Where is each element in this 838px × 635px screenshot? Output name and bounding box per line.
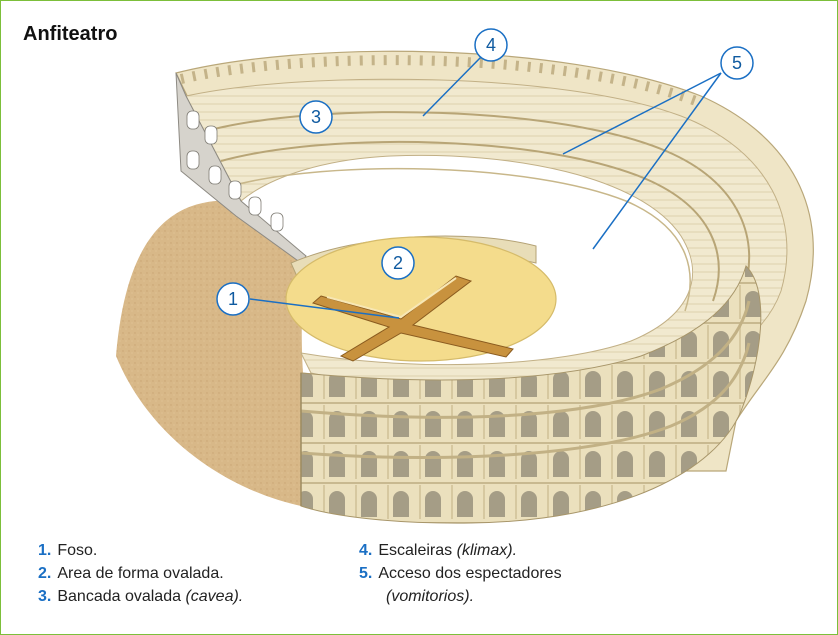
hypogeum-pit <box>312 275 514 362</box>
legend-text: Area de forma ovalada. <box>57 565 224 582</box>
legend-item-4: 4. Escaleiras (klimax). <box>359 539 562 562</box>
callout-1: 1 <box>216 282 250 316</box>
legend-item-3: 3. Bancada ovalada (cavea). <box>38 585 243 608</box>
svg-text:2: 2 <box>393 253 403 273</box>
legend-number: 2. <box>38 565 52 582</box>
legend-number: 4. <box>359 542 373 559</box>
legend-text: Acceso dos espectadores <box>378 565 562 582</box>
legend-item-1: 1. Foso. <box>38 539 243 562</box>
legend-italic-text: (vomitorios). <box>386 588 475 605</box>
callout-5: 5 <box>720 46 754 80</box>
legend-italic-text: (cavea). <box>185 588 244 605</box>
legend-text: Bancada ovalada <box>57 588 181 605</box>
svg-text:5: 5 <box>732 53 742 73</box>
legend-item-5: 5. Acceso dos espectadores <box>359 562 562 585</box>
legend-text: Escaleiras <box>378 542 453 559</box>
legend-column-right: 4. Escaleiras (klimax). 5. Acceso dos espe… <box>359 539 562 608</box>
callout-2: 2 <box>381 246 415 280</box>
legend-number: 1. <box>38 542 52 559</box>
legend-item-5-continuation: (vomitorios). <box>359 585 562 608</box>
callout-4: 4 <box>474 28 508 62</box>
legend-number: 5. <box>359 565 373 582</box>
legend-column-left: 1. Foso. 2. Area de forma ovalada. 3. Banca… <box>38 539 243 608</box>
legend-text: Foso. <box>57 542 98 559</box>
legend-italic-text: (klimax). <box>456 542 518 559</box>
svg-text:3: 3 <box>311 107 321 127</box>
callout-3: 3 <box>299 100 333 134</box>
sand-ground <box>116 200 306 506</box>
legend-number: 3. <box>38 588 52 605</box>
legend-item-2: 2. Area de forma ovalada. <box>38 562 243 585</box>
svg-text:1: 1 <box>228 289 238 309</box>
svg-text:4: 4 <box>486 35 496 55</box>
arena-floor <box>285 236 557 362</box>
diagram-title: Anfiteatro <box>23 23 118 45</box>
